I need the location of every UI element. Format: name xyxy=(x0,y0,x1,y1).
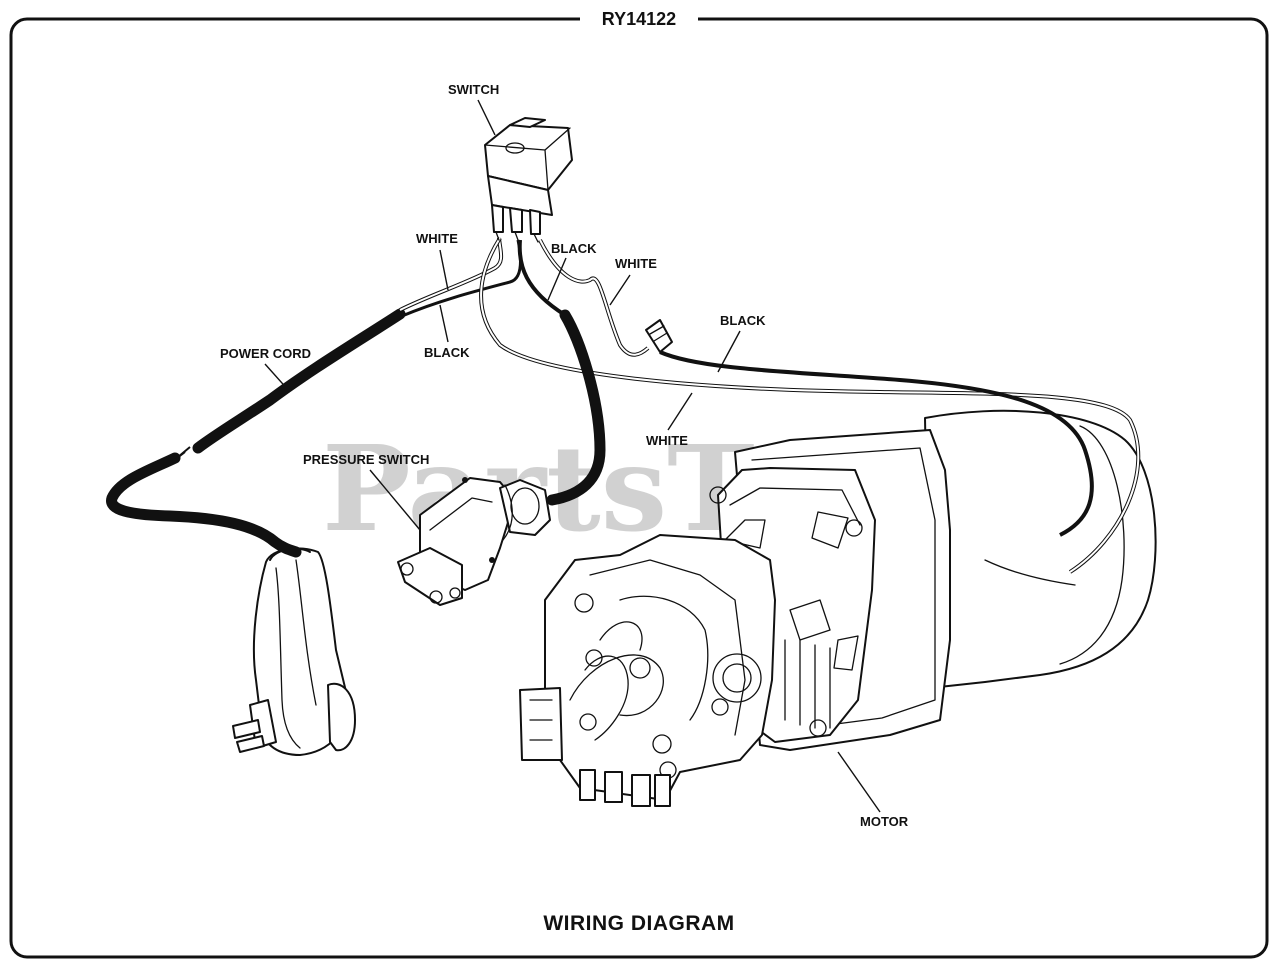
power-cord-lower xyxy=(106,452,302,558)
motor-leader xyxy=(837,751,881,813)
wire-nut xyxy=(645,319,673,353)
label-power-cord: POWER CORD xyxy=(220,346,311,361)
label-white-1: WHITE xyxy=(416,231,458,246)
plug-illustration xyxy=(232,547,356,756)
label-white-2: WHITE xyxy=(615,256,657,271)
label-black-1: BLACK xyxy=(424,345,470,360)
switch-illustration xyxy=(484,117,573,243)
wiring-harness xyxy=(106,236,1141,574)
label-white-3: WHITE xyxy=(646,433,688,448)
title-gap xyxy=(580,8,698,30)
motor-illustration xyxy=(519,409,1157,813)
callouts: SWITCH WHITE BLACK BLACK WHITE BLACK WHI… xyxy=(220,82,909,829)
power-cord-jacket xyxy=(192,308,406,454)
label-black-2: BLACK xyxy=(551,241,597,256)
label-switch: SWITCH xyxy=(448,82,499,97)
label-black-3: BLACK xyxy=(720,313,766,328)
label-motor: MOTOR xyxy=(860,814,909,829)
pressure-switch-illustration xyxy=(397,477,551,606)
label-pressure-switch: PRESSURE SWITCH xyxy=(303,452,429,467)
diagram-caption: WIRING DIAGRAM xyxy=(543,912,734,935)
model-number: RY14122 xyxy=(602,9,676,29)
